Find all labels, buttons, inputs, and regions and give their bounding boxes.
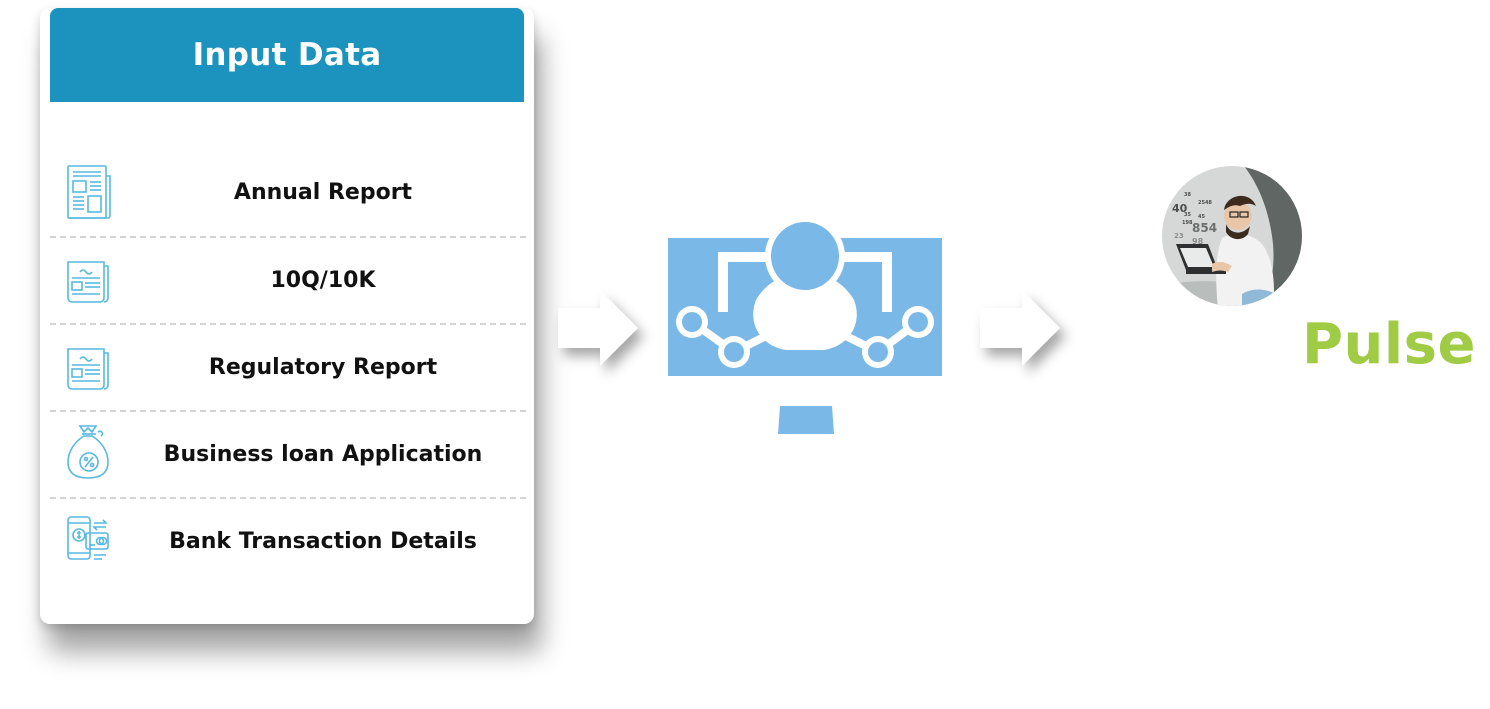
flow-arrow-icon	[978, 286, 1070, 370]
svg-text:38: 38	[1184, 192, 1191, 198]
list-item-label: 10Q/10K	[270, 268, 376, 293]
list-item: Annual Report	[50, 142, 526, 238]
newspaper-icon	[62, 162, 114, 222]
svg-text:98: 98	[1192, 237, 1204, 246]
output-label: Pulse	[1302, 312, 1476, 377]
computer-processing-icon	[668, 216, 942, 436]
mobile-payment-icon	[62, 509, 114, 569]
svg-text:40: 40	[1172, 202, 1188, 215]
input-list: Annual Report 10Q/10K	[50, 142, 526, 586]
svg-text:35: 35	[1184, 212, 1191, 218]
money-bag-percent-icon	[62, 422, 114, 482]
list-item-label: Business loan Application	[163, 442, 483, 467]
svg-text:23: 23	[1174, 232, 1184, 240]
svg-text:45: 45	[1198, 214, 1205, 220]
svg-text:2548: 2548	[1198, 200, 1212, 206]
list-item: Business loan Application	[50, 412, 526, 499]
list-item: Regulatory Report	[50, 325, 526, 412]
list-item-label: Bank Transaction Details	[169, 529, 477, 554]
list-item: 10Q/10K	[50, 238, 526, 325]
card-title: Input Data	[192, 37, 382, 73]
list-item-label: Annual Report	[233, 179, 413, 205]
card-header: Input Data	[50, 8, 524, 102]
list-item: Bank Transaction Details	[50, 499, 526, 586]
person-at-laptop-illustration: 40 38 2548 35 45 198 854 23 98 89	[1162, 166, 1302, 306]
list-item-label: Regulatory Report	[208, 355, 438, 380]
input-data-card: Input Data	[40, 8, 534, 624]
flow-arrow-icon	[556, 286, 648, 370]
svg-text:854: 854	[1192, 221, 1217, 235]
document-icon	[62, 248, 114, 308]
document-icon	[62, 335, 114, 395]
svg-text:198: 198	[1182, 220, 1193, 226]
